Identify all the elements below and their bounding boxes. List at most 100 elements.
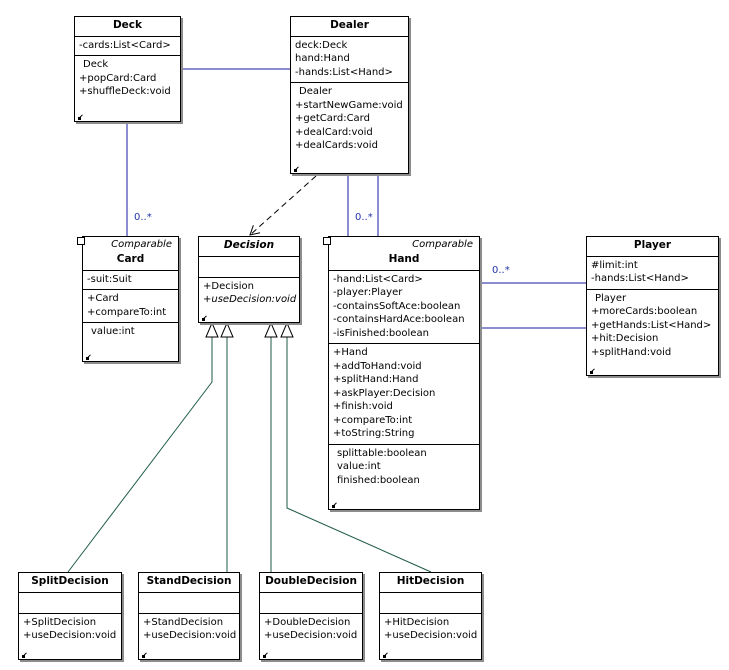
operations-section: +Decision +useDecision:void xyxy=(199,276,299,310)
operation: +DoubleDecision xyxy=(264,616,351,628)
attribute: -hands:List<Hand> xyxy=(295,66,393,78)
operation: +HitDecision xyxy=(384,616,450,628)
operation: +StandDecision xyxy=(143,616,224,628)
attribute: -containsSoftAce:boolean xyxy=(333,300,461,312)
attributes-section xyxy=(199,255,299,277)
operation: +splitHand:Hand xyxy=(333,374,419,385)
property: value:int xyxy=(337,461,381,472)
class-name: Decision xyxy=(223,239,275,251)
operation: +getCard:Card xyxy=(295,113,370,124)
operation: +toString:String xyxy=(333,428,415,439)
operation: +addToHand:void xyxy=(333,360,422,372)
multiplicity-dealer-hand: 0..* xyxy=(355,212,373,223)
operations-section: +Card +compareTo:int xyxy=(83,289,178,322)
properties-section: splittable:boolean value:int finished:bo… xyxy=(329,443,479,491)
class-name: StandDecision xyxy=(146,575,232,587)
class-name: Dealer xyxy=(330,19,369,31)
attribute: -suit:Suit xyxy=(87,273,132,285)
generalization-hit xyxy=(286,337,432,573)
generalization-split xyxy=(67,337,213,573)
resize-corner-icon xyxy=(332,504,338,508)
resize-corner-icon xyxy=(78,116,84,120)
operation: +useDecision:void xyxy=(23,630,117,641)
operation: +compareTo:int xyxy=(87,306,167,318)
operation: +askPlayer:Decision xyxy=(333,387,436,399)
operations-section: Dealer +startNewGame:void +getCard:Card … xyxy=(291,82,408,156)
class-name: HitDecision xyxy=(396,575,465,587)
triangle-head-1 xyxy=(205,321,219,338)
stereotype-label: Comparable xyxy=(412,239,473,250)
properties-section: value:int xyxy=(83,322,178,342)
operations-section: +DoubleDecision +useDecision:void xyxy=(260,612,362,646)
operation: +startNewGame:void xyxy=(295,99,403,111)
class-double-decision[interactable]: DoubleDecision +DoubleDecision +useDecis… xyxy=(259,572,363,660)
class-header: Comparable Hand xyxy=(329,237,479,270)
operations-section: +StandDecision +useDecision:void xyxy=(139,612,239,646)
class-hand[interactable]: Comparable Hand -hand:List<Card> -player… xyxy=(323,236,480,510)
class-hit-decision[interactable]: HitDecision +HitDecision +useDecision:vo… xyxy=(379,572,482,660)
operation: +hit:Decision xyxy=(591,333,659,344)
multiplicity-deck-card: 0..* xyxy=(134,212,152,223)
attributes-section: deck:Deck hand:Hand -hands:List<Hand> xyxy=(291,35,408,83)
class-player[interactable]: Player #limit:int -hands:List<Hand> Play… xyxy=(586,236,719,376)
class-name: SplitDecision xyxy=(31,575,109,587)
operation: +getHands:List<Hand> xyxy=(591,319,712,331)
class-stand-decision[interactable]: StandDecision +StandDecision +useDecisio… xyxy=(138,572,240,660)
resize-corner-icon xyxy=(142,654,148,658)
operation: +useDecision:void xyxy=(384,630,478,641)
operation: +useDecision:void xyxy=(143,630,237,641)
resize-corner-icon xyxy=(86,356,92,360)
class-deck[interactable]: Deck -cards:List<Card> Deck +popCard:Car… xyxy=(74,16,181,122)
property: value:int xyxy=(91,326,135,337)
template-parameter-icon xyxy=(323,237,331,245)
constructor: Dealer xyxy=(299,86,333,97)
operation: +shuffleDeck:void xyxy=(79,86,171,97)
attribute: -hand:List<Card> xyxy=(333,273,423,285)
constructor: Deck xyxy=(83,59,109,70)
operations-section: Player +moreCards:boolean +getHands:List… xyxy=(587,288,718,363)
template-parameter-icon xyxy=(77,237,85,245)
operation: +SplitDecision xyxy=(23,616,97,628)
operations-section: +Hand +addToHand:void +splitHand:Hand +a… xyxy=(329,343,479,444)
resize-corner-icon xyxy=(294,168,300,172)
operation: +finish:void xyxy=(333,401,393,412)
attributes-section: -hand:List<Card> -player:Player -contain… xyxy=(329,269,479,344)
class-split-decision[interactable]: SplitDecision +SplitDecision +useDecisio… xyxy=(18,572,122,660)
resize-corner-icon xyxy=(202,317,208,321)
abstract-operation: +useDecision:void xyxy=(203,294,297,305)
dependency-dealer-decision xyxy=(249,175,317,236)
class-name: DoubleDecision xyxy=(265,575,357,587)
class-name: Hand xyxy=(388,253,420,265)
attributes-section xyxy=(19,591,121,613)
class-card[interactable]: Comparable Card -suit:Suit +Card +compar… xyxy=(77,236,179,362)
resize-corner-icon xyxy=(263,654,269,658)
attributes-section: #limit:int -hands:List<Hand> xyxy=(587,255,718,289)
operation: +moreCards:boolean xyxy=(591,306,698,317)
class-name: Player xyxy=(633,239,672,251)
operations-section: Deck +popCard:Card +shuffleDeck:void xyxy=(75,55,180,102)
operation: +Card xyxy=(87,293,119,304)
resize-corner-icon xyxy=(590,370,596,374)
triangle-head-4 xyxy=(280,321,294,338)
operations-section: +HitDecision +useDecision:void xyxy=(380,612,481,646)
operation: +Hand xyxy=(333,347,368,358)
attribute: deck:Deck xyxy=(295,39,348,51)
attribute: -isFinished:boolean xyxy=(333,327,429,339)
attribute: #limit:int xyxy=(591,259,638,271)
attributes-section xyxy=(260,591,362,613)
stereotype-label: Comparable xyxy=(111,239,172,250)
operation: +useDecision:void xyxy=(264,630,358,641)
class-dealer[interactable]: Dealer deck:Deck hand:Hand -hands:List<H… xyxy=(290,16,409,174)
attribute: -containsHardAce:boolean xyxy=(333,314,465,325)
attribute: -hands:List<Hand> xyxy=(591,273,689,284)
class-name: Card xyxy=(116,253,145,265)
class-decision[interactable]: Decision +Decision +useDecision:void xyxy=(198,236,300,323)
property: splittable:boolean xyxy=(337,447,427,459)
operation: +Decision xyxy=(203,280,254,292)
triangle-head-3 xyxy=(264,321,278,338)
operation: +popCard:Card xyxy=(79,72,157,84)
multiplicity-player-hand: 0..* xyxy=(492,265,510,276)
resize-corner-icon xyxy=(22,654,28,658)
property: finished:boolean xyxy=(337,474,420,486)
